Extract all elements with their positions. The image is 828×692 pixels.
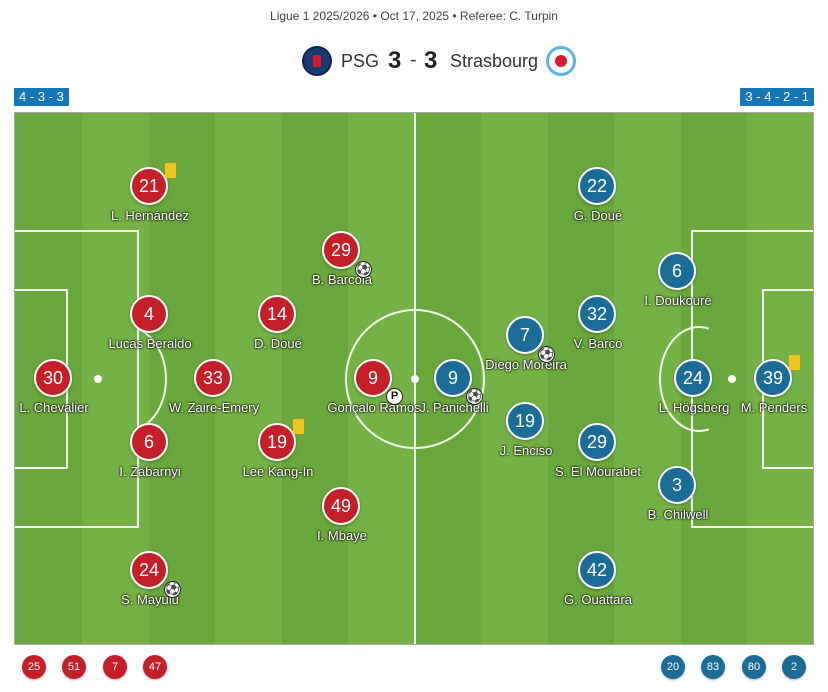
- home-score: 3: [388, 47, 402, 74]
- player-name: I. Mbaye: [317, 528, 367, 543]
- home-substitute[interactable]: 25: [22, 655, 46, 679]
- player-name: S. El Mourabet: [555, 464, 641, 479]
- player-number: 39: [754, 359, 792, 397]
- away-formation-badge: 3 - 4 - 2 - 1: [740, 88, 814, 106]
- player-name: I. Zabarnyi: [119, 464, 181, 479]
- player-name: Lucas Beraldo: [108, 336, 192, 351]
- player-number: 22: [578, 167, 616, 205]
- player-name: V. Barco: [573, 336, 623, 351]
- score-separator: -: [410, 49, 417, 71]
- player-number: 42: [578, 551, 616, 589]
- away-substitute[interactable]: 2: [782, 655, 806, 679]
- player-number: 14: [258, 295, 296, 333]
- player-name: L. Chevalier: [19, 400, 89, 415]
- player-name: W. Zaire-Emery: [168, 400, 260, 415]
- home-substitute[interactable]: 7: [103, 655, 127, 679]
- strasbourg-crest-icon: [546, 46, 576, 76]
- home-formation-badge: 4 - 3 - 3: [14, 88, 69, 106]
- football-icon: ⚽: [164, 581, 181, 598]
- player-number: 24: [130, 551, 168, 589]
- player-number: 21: [130, 167, 168, 205]
- player-number: 9: [354, 359, 392, 397]
- player-number: 32: [578, 295, 616, 333]
- scoreboard: PSG 3 - 3 Strasbourg: [0, 44, 828, 78]
- player-name: B. Barcola: [312, 272, 372, 287]
- player-name: S. Mayulu: [121, 592, 179, 607]
- football-icon: ⚽: [538, 346, 555, 363]
- home-penalty-spot: [94, 375, 102, 383]
- player-name: G. Doué: [573, 208, 623, 223]
- player-name: B. Chilwell: [647, 507, 709, 522]
- player-number: 3: [658, 466, 696, 504]
- pitch-stripe: [481, 113, 548, 644]
- away-penalty-spot: [728, 375, 736, 383]
- player-name: D. Doué: [254, 336, 302, 351]
- player-name: I. Doukouré: [644, 293, 712, 308]
- match-info: Ligue 1 2025/2026 • Oct 17, 2025 • Refer…: [270, 9, 558, 23]
- player-number: 6: [130, 423, 168, 461]
- player-number: 6: [658, 252, 696, 290]
- player-number: 29: [578, 423, 616, 461]
- player-name: L. Hernández: [110, 208, 190, 223]
- player-number: 19: [506, 402, 544, 440]
- player-name: G. Ouattara: [564, 592, 632, 607]
- center-circle: [345, 309, 485, 449]
- home-team-name[interactable]: PSG: [341, 51, 380, 71]
- home-substitute[interactable]: 51: [62, 655, 86, 679]
- penalty-goal-icon: P: [386, 388, 403, 405]
- yellow-card-icon: [165, 163, 176, 178]
- football-icon: ⚽: [466, 388, 483, 405]
- away-substitute[interactable]: 80: [742, 655, 766, 679]
- player-name: Lee Kang-In: [242, 464, 314, 479]
- center-spot: [411, 375, 419, 383]
- away-score: 3: [424, 47, 438, 74]
- home-substitute[interactable]: 47: [143, 655, 167, 679]
- player-number: 9: [434, 359, 472, 397]
- yellow-card-icon: [293, 419, 304, 434]
- psg-crest-icon: [302, 46, 332, 76]
- player-number: 33: [194, 359, 232, 397]
- yellow-card-icon: [789, 355, 800, 370]
- player-name: J. Enciso: [499, 443, 553, 458]
- football-icon: ⚽: [355, 261, 372, 278]
- away-substitute[interactable]: 20: [661, 655, 685, 679]
- player-number: 30: [34, 359, 72, 397]
- player-name: L. Högsberg: [658, 400, 730, 415]
- player-name: M. Penders: [740, 400, 808, 415]
- player-number: 4: [130, 295, 168, 333]
- player-number: 29: [322, 231, 360, 269]
- player-number: 19: [258, 423, 296, 461]
- player-number: 24: [674, 359, 712, 397]
- away-team-name[interactable]: Strasbourg: [450, 51, 539, 71]
- player-number: 7: [506, 316, 544, 354]
- player-number: 49: [322, 487, 360, 525]
- away-substitute[interactable]: 83: [701, 655, 725, 679]
